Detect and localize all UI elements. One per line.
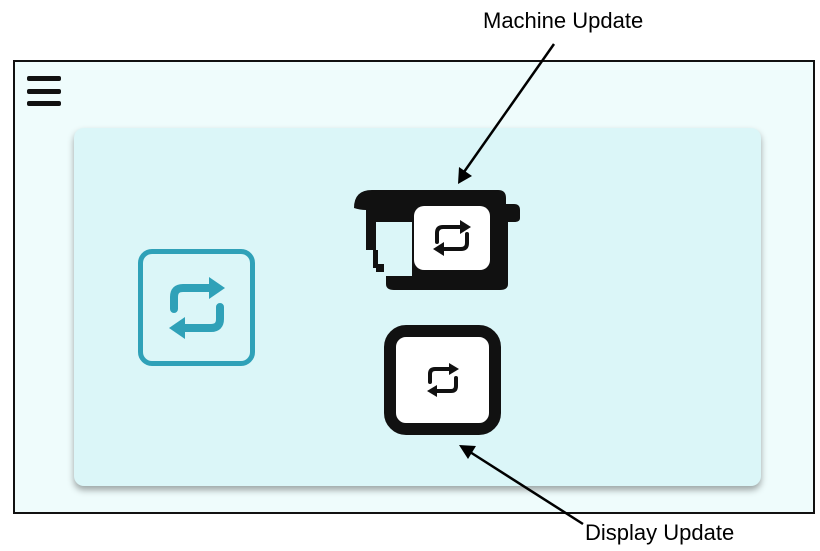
update-panel [74,128,761,486]
display-update-callout: Display Update [585,520,735,545]
sewing-machine-icon [354,190,520,290]
hamburger-menu-icon[interactable] [27,76,61,106]
display-icon [426,363,459,397]
machine-update-callout: Machine Update [483,8,644,33]
device-screen [13,60,815,514]
machine-update-button[interactable] [350,188,524,292]
display-update-button[interactable] [384,325,501,435]
update-all-button[interactable] [138,249,255,366]
sync-icon [168,276,225,339]
